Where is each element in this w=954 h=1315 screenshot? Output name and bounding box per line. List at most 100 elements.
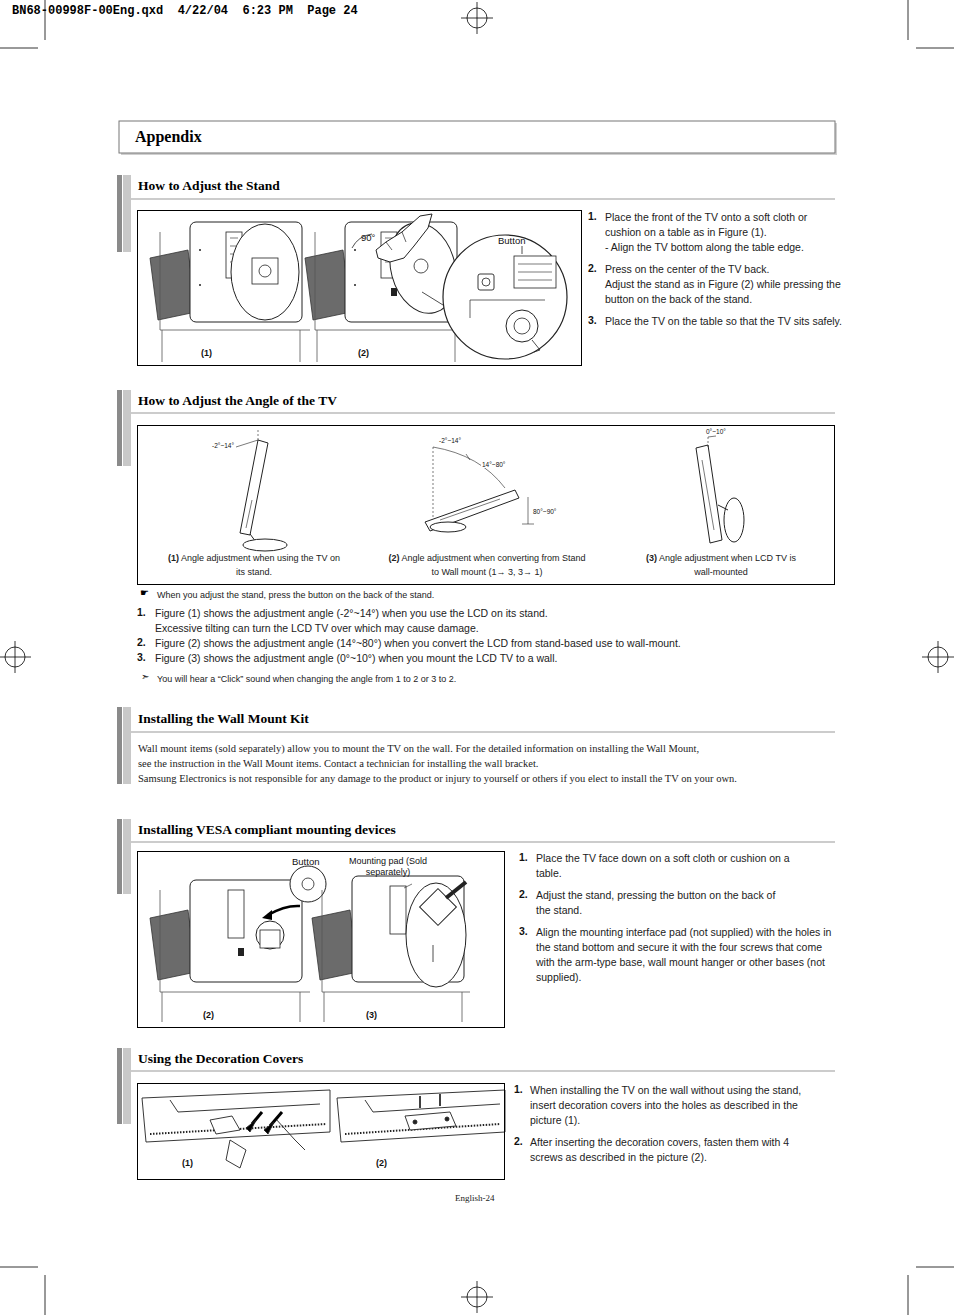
illustration-stroke — [275, 1118, 305, 1150]
illustration-stroke — [386, 232, 406, 250]
label-slot: 2. — [588, 262, 597, 274]
illustration-stroke — [123, 707, 131, 784]
illustration-stroke — [506, 310, 538, 342]
illustration-stroke — [724, 498, 744, 542]
label-slot: (1) — [182, 1158, 193, 1168]
illustration-stroke — [482, 278, 490, 286]
figure-number: (2) — [376, 1158, 387, 1168]
illustration-stroke — [142, 1090, 330, 1142]
figure-number: (2) — [203, 1010, 214, 1020]
paragraph-line: Samsung Electronics is not responsible f… — [138, 771, 737, 786]
illustration-stroke — [123, 175, 131, 252]
angle-label: -2°~14° — [211, 442, 235, 449]
illustration-stroke — [414, 259, 428, 273]
illustration-stroke — [312, 910, 358, 980]
label-slot: 1. — [514, 1083, 523, 1095]
illustration-stroke — [268, 906, 300, 915]
part-label: Button — [292, 856, 319, 867]
label-slot: ☛ — [140, 587, 149, 599]
angle-label: 0°~10° — [705, 428, 727, 435]
illustration-stroke — [518, 272, 552, 273]
illustration-stroke — [376, 214, 432, 262]
illustration-stroke — [916, 1267, 954, 1268]
illustration-stroke — [0, 657, 31, 658]
label-slot: Align the mounting interface pad (not su… — [536, 925, 836, 985]
label-slot: Wall mount items (sold separately) allow… — [138, 741, 699, 756]
illustration-stroke — [240, 440, 268, 535]
item-number: 3. — [137, 651, 146, 663]
page-title: Appendix — [135, 128, 202, 146]
label-slot: Button — [292, 856, 319, 867]
illustration-stroke — [446, 882, 466, 898]
label-slot: (1) — [201, 348, 212, 358]
note-symbol: ☛ — [140, 587, 149, 599]
step-text: Adjust the stand, pressing the button on… — [536, 888, 792, 918]
figure-frame: 90°Button(1)(2) — [137, 210, 582, 366]
illustration-stroke — [123, 390, 131, 466]
illustration-stroke — [708, 437, 709, 447]
illustration-stroke — [119, 121, 835, 153]
illustration-stroke — [404, 884, 412, 888]
section-heading: Using the Decoration Covers — [138, 1051, 303, 1067]
illustration-stroke — [142, 1090, 505, 1168]
label-slot: Press on the center of the TV back. — [605, 262, 843, 277]
section-heading: Installing VESA compliant mounting devic… — [138, 822, 396, 838]
item-number: 1. — [137, 606, 146, 618]
label-slot: After inserting the decoration covers, f… — [530, 1135, 816, 1165]
illustration-stroke — [461, 18, 493, 19]
label-slot: (2) — [358, 348, 369, 358]
illustration-stroke — [425, 490, 519, 531]
illustration-stroke — [190, 880, 302, 982]
step-text: When installing the TV on the wall witho… — [530, 1083, 826, 1128]
figure-caption: Angle adjustment when LCD TV is wall-mou… — [659, 553, 796, 577]
illustration-stroke — [262, 910, 272, 920]
illustration-stroke — [443, 235, 567, 359]
label-slot: -2°~14° — [438, 437, 462, 444]
step-number: 1. — [519, 851, 528, 863]
step-number: 3. — [519, 925, 528, 937]
illustration-stroke — [236, 440, 258, 447]
item-text: Figure (1) shows the adjustment angle (-… — [155, 606, 548, 621]
illustration-stroke — [256, 921, 284, 949]
illustration-stroke — [302, 878, 314, 890]
step-text: Place the TV on the table so that the TV… — [605, 314, 843, 329]
label-slot: When you adjust the stand, press the but… — [157, 589, 434, 601]
label-slot: Using the Decoration Covers — [138, 1051, 303, 1067]
illustration-stroke — [150, 910, 196, 980]
illustration-stroke — [131, 1071, 835, 1072]
label-slot: (3) — [366, 1010, 377, 1020]
illustration-stroke — [405, 1112, 456, 1130]
step-text: Align the mounting interface pad (not su… — [536, 925, 836, 985]
label-slot: 90° — [361, 232, 375, 243]
illustration-stroke — [131, 842, 835, 843]
step-number: 2. — [514, 1135, 523, 1147]
illustration-stroke — [413, 1120, 417, 1124]
illustration-stroke — [190, 222, 302, 322]
label-slot: -2°~14° — [211, 442, 235, 449]
section-heading: How to Adjust the Angle of the TV — [138, 393, 337, 409]
step-number: 1. — [588, 210, 597, 222]
illustration-stroke — [231, 224, 299, 320]
step-text: Press on the center of the TV back. — [605, 262, 843, 277]
illustration-stroke — [916, 48, 954, 49]
label-slot: Figure (1) shows the adjustment angle (-… — [155, 606, 548, 621]
figure-frame: (1) Angle adjustment when using the TV o… — [137, 425, 835, 585]
illustration-stroke — [131, 199, 835, 200]
step-text: After inserting the decoration covers, f… — [530, 1135, 816, 1165]
figure-frame: ButtonMounting pad (Sold separately)(2)(… — [137, 851, 505, 1028]
section-heading: Installing the Wall Mount Kit — [138, 711, 309, 727]
illustration-stroke — [420, 1094, 440, 1108]
label-slot: (2) — [376, 1158, 387, 1168]
item-text: Figure (2) shows the adjustment angle (1… — [155, 636, 681, 651]
angle-label: -2°~14° — [438, 437, 462, 444]
illustration-stroke — [466, 454, 470, 460]
illustration-stroke — [422, 292, 443, 305]
figure-number: (3) — [366, 1010, 377, 1020]
illustration-stroke — [0, 1267, 38, 1268]
label-slot: Figure (3) shows the adjustment angle (0… — [155, 651, 557, 666]
illustration-stroke — [150, 866, 470, 1022]
illustration-stroke — [259, 265, 271, 277]
illustration-stroke — [433, 945, 434, 962]
label-slot: How to Adjust the Stand — [138, 178, 280, 194]
title-slot: Appendix — [135, 128, 202, 146]
